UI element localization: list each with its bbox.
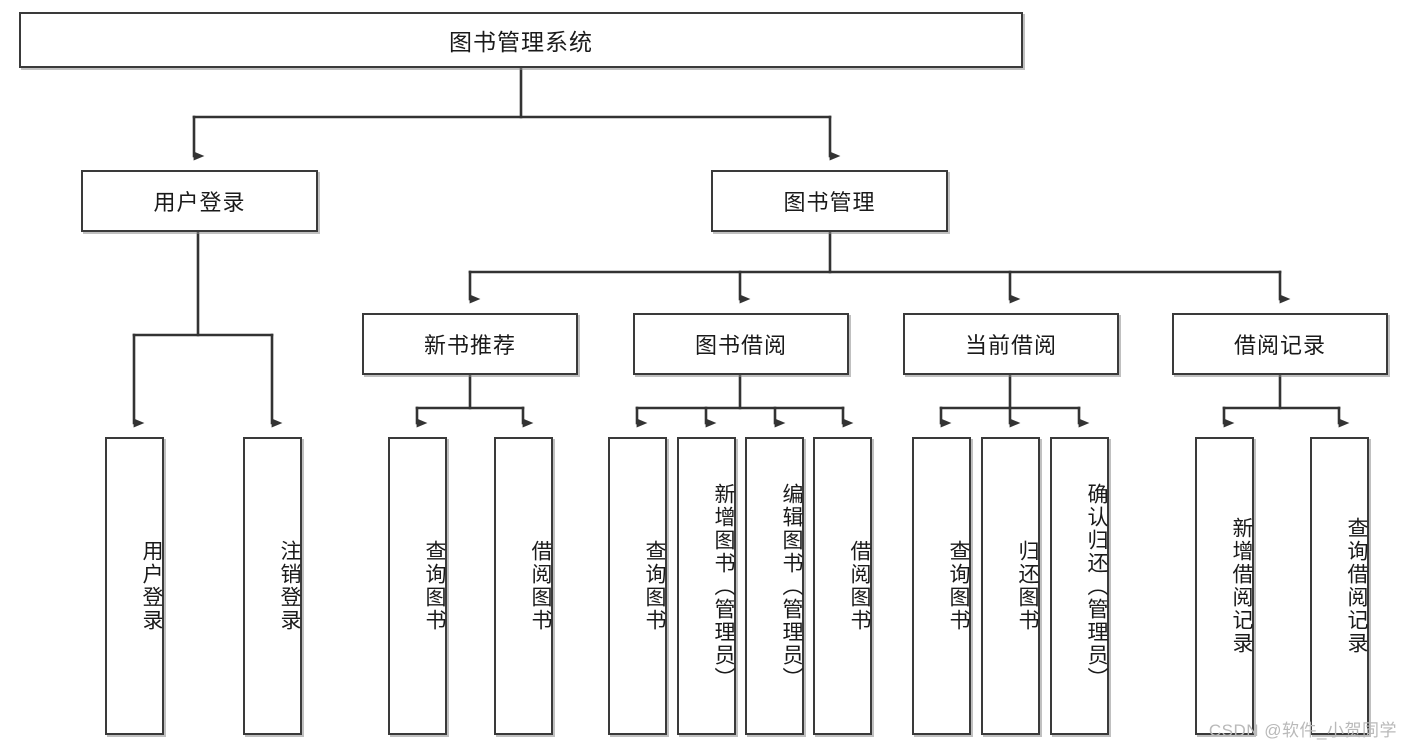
- node-label: 图书借阅: [694, 333, 787, 358]
- node-label: 用户登录: [153, 190, 246, 215]
- node-user-login[interactable]: 用户登录: [81, 170, 318, 232]
- leaf-current-borrow-query[interactable]: 查询图书: [912, 437, 971, 735]
- node-label: 新书推荐: [423, 333, 516, 358]
- node-label: 当前借阅: [964, 333, 1057, 358]
- leaf-user-login-signin[interactable]: 用户登录: [105, 437, 164, 735]
- leaf-borrow-record-query[interactable]: 查询借阅记录: [1310, 437, 1369, 735]
- node-label: 借阅记录: [1233, 333, 1326, 358]
- watermark-text: CSDN @软件_小贺同学: [1208, 721, 1397, 740]
- node-label: 查询借阅记录: [1345, 517, 1368, 655]
- node-label: 新增借阅记录: [1230, 517, 1253, 655]
- node-label: 注销登录: [278, 540, 301, 632]
- leaf-book-borrow-edit[interactable]: 编辑图书（管理员）: [745, 437, 804, 735]
- node-label: 查询图书: [643, 540, 666, 632]
- leaf-borrow-record-add[interactable]: 新增借阅记录: [1195, 437, 1254, 735]
- leaf-user-login-signout[interactable]: 注销登录: [243, 437, 302, 735]
- node-label: 查询图书: [947, 540, 970, 632]
- node-current-borrow[interactable]: 当前借阅: [903, 313, 1119, 375]
- leaf-new-book-query[interactable]: 查询图书: [388, 437, 447, 735]
- node-book-management[interactable]: 图书管理: [711, 170, 948, 232]
- leaf-new-book-borrow[interactable]: 借阅图书: [494, 437, 553, 735]
- node-label: 图书管理系统: [449, 29, 593, 55]
- leaf-book-borrow-query[interactable]: 查询图书: [608, 437, 667, 735]
- node-root-book-management-system[interactable]: 图书管理系统: [19, 12, 1023, 68]
- node-label: 图书管理: [783, 190, 876, 215]
- leaf-book-borrow-lend[interactable]: 借阅图书: [813, 437, 872, 735]
- node-label: 编辑图书（管理员）: [780, 482, 803, 690]
- leaf-current-borrow-confirm-return[interactable]: 确认归还（管理员）: [1050, 437, 1109, 735]
- leaf-book-borrow-add[interactable]: 新增图书（管理员）: [677, 437, 736, 735]
- node-book-borrow[interactable]: 图书借阅: [633, 313, 849, 375]
- node-label: 借阅图书: [848, 540, 871, 632]
- node-label: 用户登录: [140, 540, 163, 632]
- node-new-book-recommend[interactable]: 新书推荐: [362, 313, 578, 375]
- leaf-current-borrow-return[interactable]: 归还图书: [981, 437, 1040, 735]
- node-label: 确认归还（管理员）: [1085, 482, 1108, 690]
- node-label: 归还图书: [1016, 540, 1039, 632]
- node-borrow-record[interactable]: 借阅记录: [1172, 313, 1388, 375]
- node-label: 查询图书: [423, 540, 446, 632]
- node-label: 新增图书（管理员）: [712, 482, 735, 690]
- node-label: 借阅图书: [529, 540, 552, 632]
